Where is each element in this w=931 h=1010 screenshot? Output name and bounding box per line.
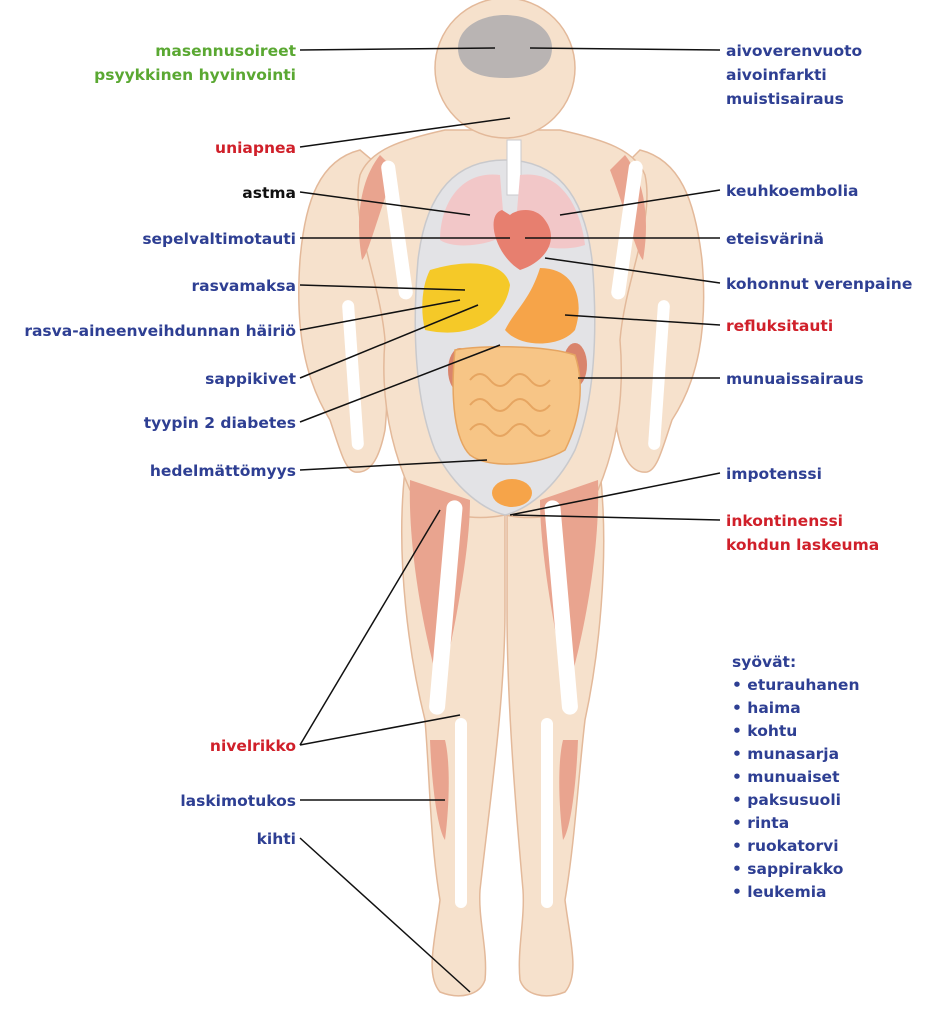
label-munuaissairaus: munuaissairaus xyxy=(726,370,864,388)
cancer-item: • paksusuoli xyxy=(732,791,841,809)
label-inkontinenssi: inkontinenssi xyxy=(726,512,843,530)
label-aivoverenvuoto: aivoverenvuoto xyxy=(726,42,862,60)
cancer-item: • munasarja xyxy=(732,745,839,763)
label-rasva-aineenvaihdunnan-hairio: rasva-aineenveihdunnan häiriö xyxy=(24,322,296,340)
label-kihti: kihti xyxy=(257,830,296,848)
cancer-list: syövät: • eturauhanen • haima • kohtu • … xyxy=(732,653,859,901)
trachea xyxy=(507,140,521,195)
cancer-item: • munuaiset xyxy=(732,768,840,786)
label-masennusoireet: masennusoireet xyxy=(155,42,296,60)
label-aivoinfarkti: aivoinfarkti xyxy=(726,66,827,84)
cancer-item: • rinta xyxy=(732,814,789,832)
label-psyykkinen-hyvinvointi: psyykkinen hyvinvointi xyxy=(94,66,296,84)
cancer-item: • kohtu xyxy=(732,722,797,740)
cancer-item: • eturauhanen xyxy=(732,676,859,694)
cancer-item: • haima xyxy=(732,699,801,717)
tibia-left xyxy=(455,718,467,908)
label-kohonnut-verenpaine: kohonnut verenpaine xyxy=(726,275,912,293)
cancer-item: • ruokatorvi xyxy=(732,837,839,855)
label-astma: astma xyxy=(242,184,296,202)
cancer-item: • sappirakko xyxy=(732,860,843,878)
right-labels: aivoverenvuoto aivoinfarkti muistisairau… xyxy=(726,42,912,554)
body-figure xyxy=(299,0,704,996)
tibia-right xyxy=(541,718,553,908)
label-hedelmattomyys: hedelmättömyys xyxy=(150,462,296,480)
label-kohdun-laskeuma: kohdun laskeuma xyxy=(726,536,879,554)
left-labels: masennusoireet psyykkinen hyvinvointi un… xyxy=(24,42,296,848)
label-nivelrikko: nivelrikko xyxy=(210,737,296,755)
label-muistisairaus: muistisairaus xyxy=(726,90,844,108)
label-impotenssi: impotenssi xyxy=(726,465,822,483)
label-sappikivet: sappikivet xyxy=(205,370,296,388)
label-uniapnea: uniapnea xyxy=(215,139,296,157)
label-refluksitauti: refluksitauti xyxy=(726,317,833,335)
intestines xyxy=(453,347,580,464)
label-laskimotukos: laskimotukos xyxy=(180,792,296,810)
label-tyypin-2-diabetes: tyypin 2 diabetes xyxy=(144,414,296,432)
label-keuhkoembolia: keuhkoembolia xyxy=(726,182,859,200)
cancer-item: • leukemia xyxy=(732,883,827,901)
label-eteisvarina: eteisvärinä xyxy=(726,230,824,248)
label-sepelvaltimotauti: sepelvaltimotauti xyxy=(142,230,296,248)
label-rasvamaksa: rasvamaksa xyxy=(192,277,297,295)
brain xyxy=(458,15,552,78)
cancer-list-title: syövät: xyxy=(732,653,796,671)
bladder xyxy=(492,479,532,507)
